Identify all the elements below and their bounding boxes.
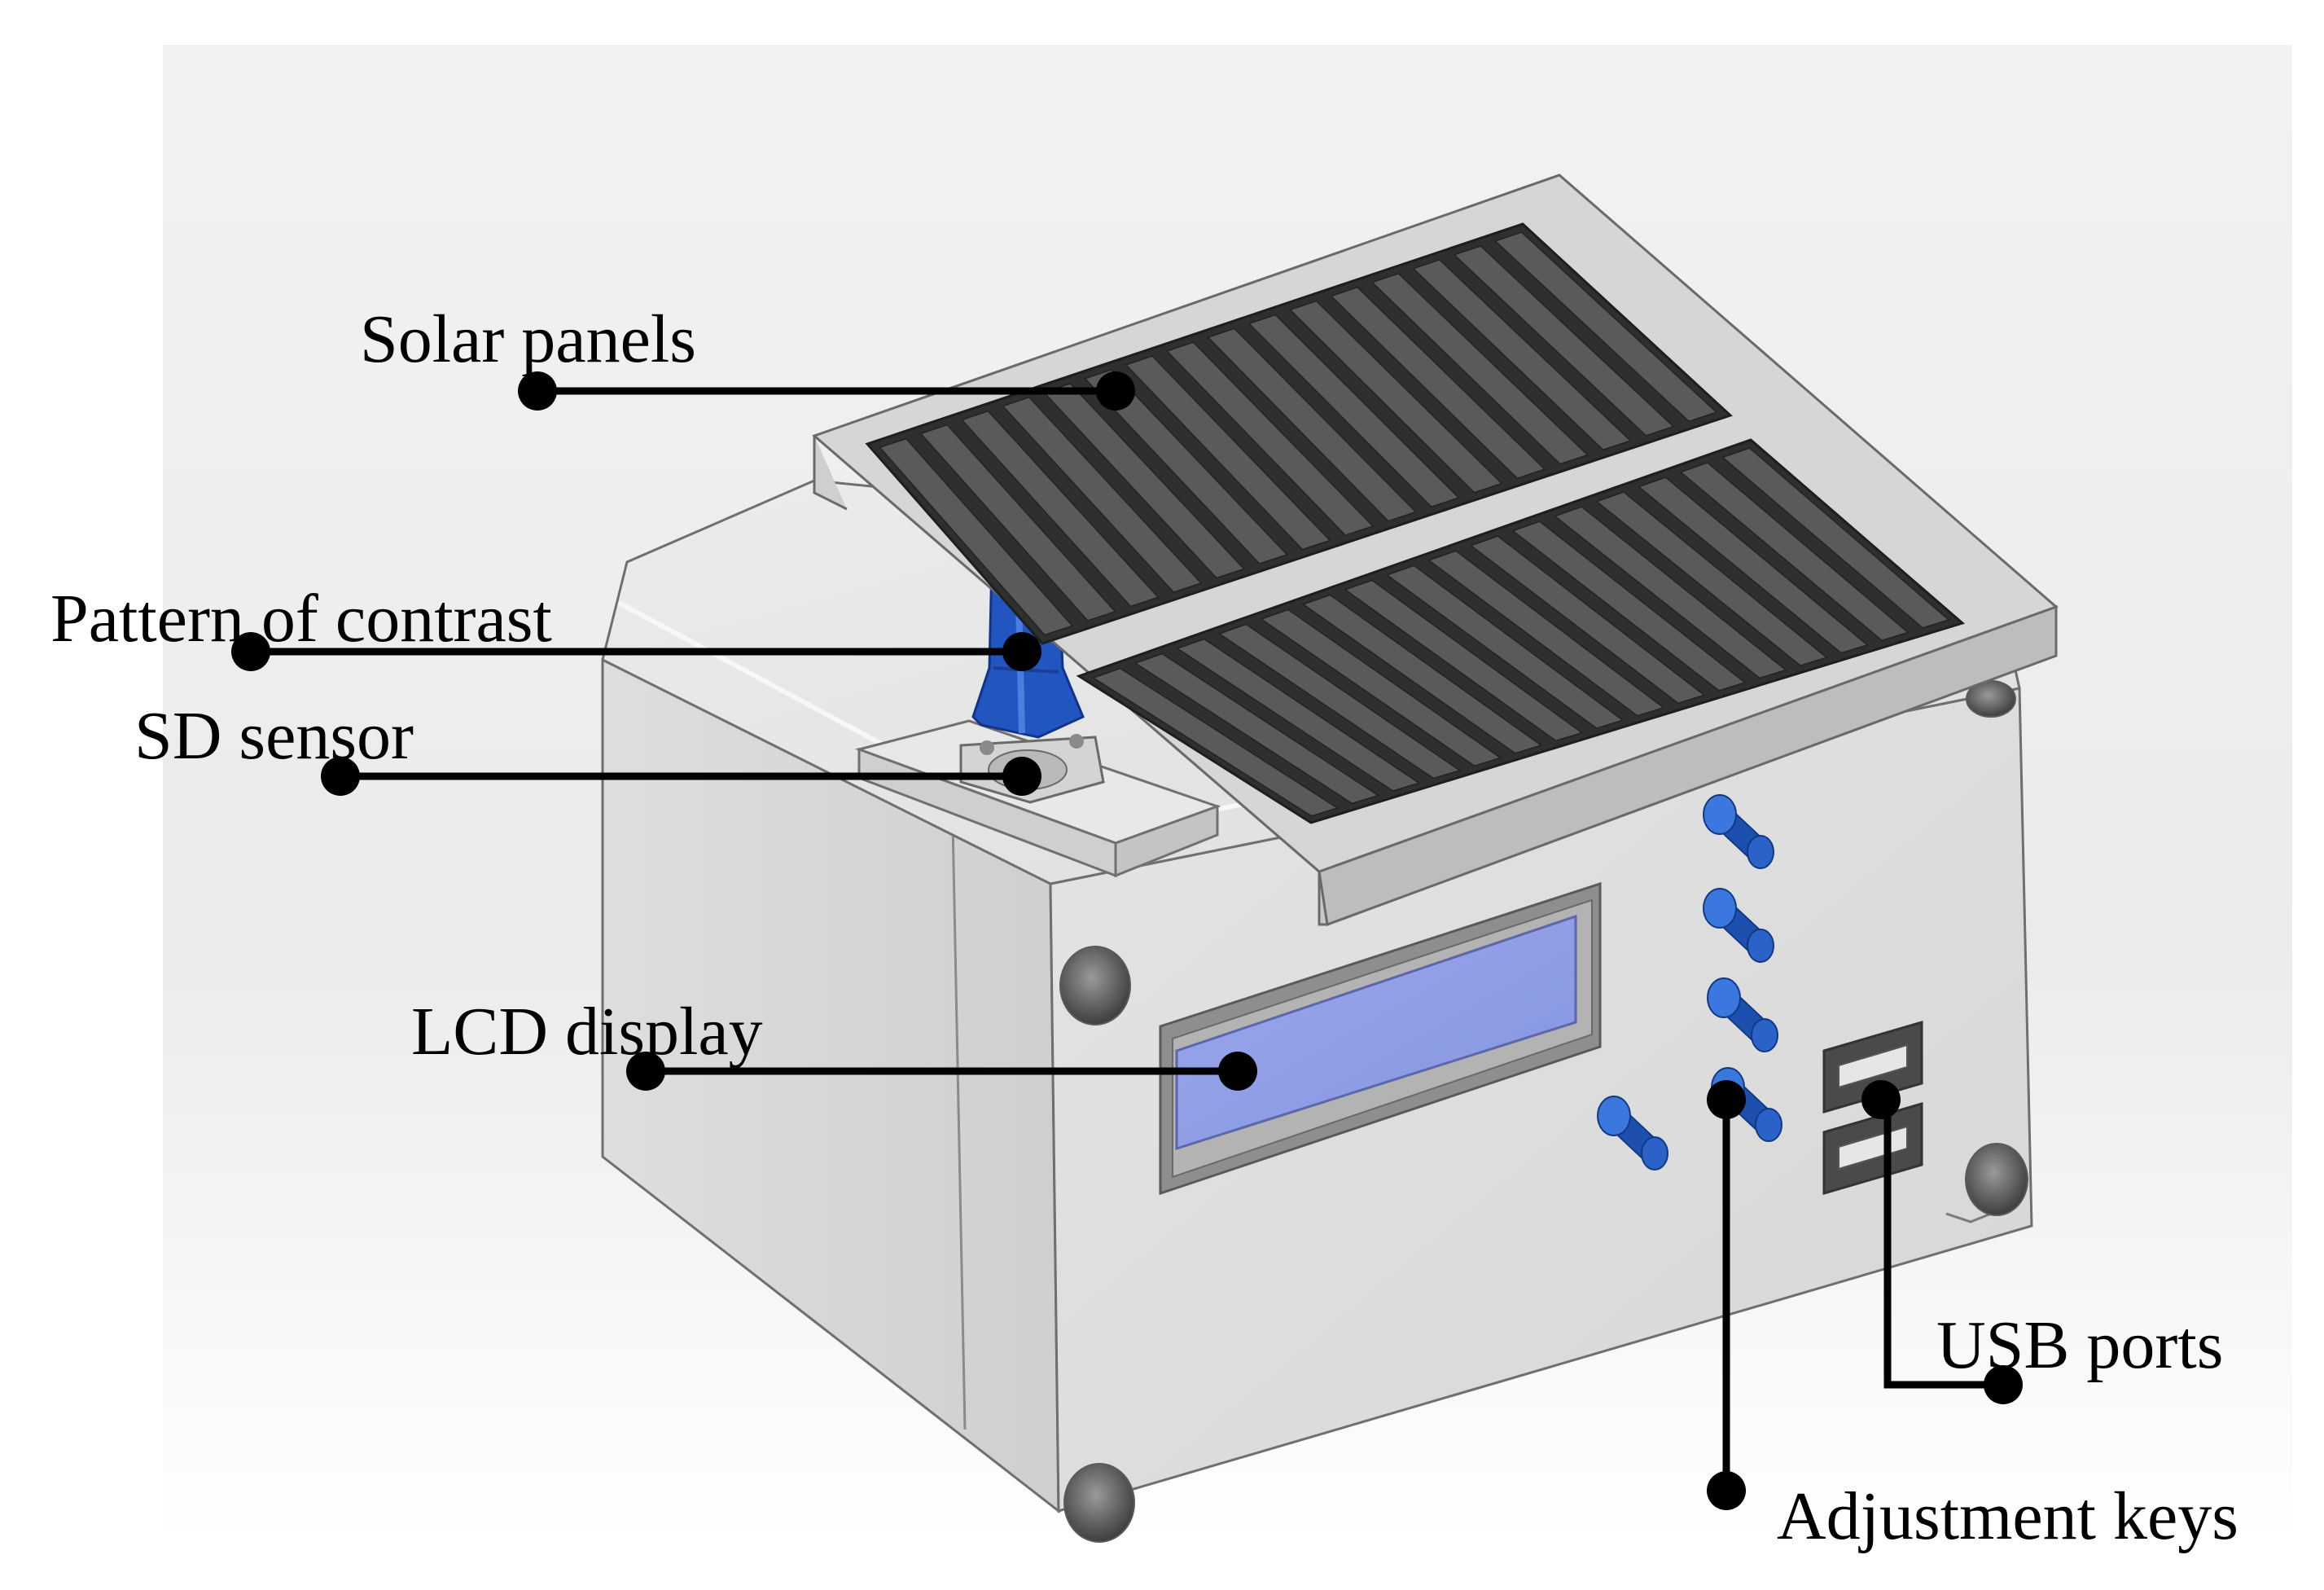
solar-panel-left-cell-strip [1165,341,1375,536]
solar-panel-right-cell-strip [1679,462,1910,642]
solar-panel-right-cell-strip [1176,638,1421,792]
callout-dots [231,371,2023,1510]
adjustment-key-1 [1703,794,1774,869]
solar-panel-right-cell-strip [1260,608,1502,767]
solar-panel-left [865,222,1733,645]
solar-panel-left-cell-strip [1493,231,1718,423]
solar-panel-right-cell-strip [1469,535,1706,705]
solar-panel-left-cell-strip [1412,259,1632,451]
solar-panel-left-cell-strip [960,410,1160,608]
solar-panel-right-cell-strip [1595,491,1828,666]
solar-panel-right-cell-strip [1385,564,1625,729]
corner-holes [1059,680,2028,1543]
solar-panel-left-cell-strip [1042,383,1246,579]
solar-panel-right-cell-strip [1344,579,1584,742]
solar-panel-left-cell-strip [1002,396,1203,593]
solar-panel-left-cell-strip [1248,314,1460,508]
adjustment-key-3 [1707,977,1778,1052]
label-usb-ports: USB ports [1936,1307,2224,1383]
label-solar-panels: Solar panels [360,301,696,377]
solar-panel-left-cell-strip [1453,245,1675,437]
solar-panel-right-cell-strip [1217,623,1462,780]
solar-panel-left-cell-strip [1370,272,1590,465]
label-lcd-display: LCD display [411,994,763,1070]
label-sd-sensor: SD sensor [134,698,414,774]
lcd-display [1159,881,1602,1196]
solar-panel-left-cell-strip [1084,369,1288,564]
solar-panel-right-cell-strip [1133,652,1380,805]
solar-panel-right [1076,438,1966,824]
solar-panel-left-cell-strip [1207,327,1418,522]
solar-panel-right-cell-strip [1427,550,1665,717]
solar-panel-right-cell-strip [1637,477,1869,654]
label-adjustment-keys: Adjustment keys [1777,1478,2238,1554]
callouts [251,387,2003,1491]
solar-panel-right-cell-strip [1511,520,1747,692]
solar-panel-right-cell-strip [1301,594,1543,754]
adjustment-key-5 [1597,1096,1668,1171]
solar-panel-right-cell-strip [1553,506,1787,679]
solar-panel-right-cell-strip [1721,447,1950,629]
usb-ports [1822,1021,1923,1195]
solar-panel-left-cell-strip [1125,355,1331,551]
solar-panel-left-cell-strip [919,424,1116,622]
solar-panel-right-cell-strip [1092,667,1340,817]
solar-panel-left-cell-strip [1330,286,1546,480]
solar-panel-left-cell-strip [1289,300,1503,494]
solar-panel-left-cell-strip [879,437,1074,636]
label-pattern-of-contrast: Pattern of contrast [50,581,552,657]
adjustment-key-2 [1703,888,1774,963]
